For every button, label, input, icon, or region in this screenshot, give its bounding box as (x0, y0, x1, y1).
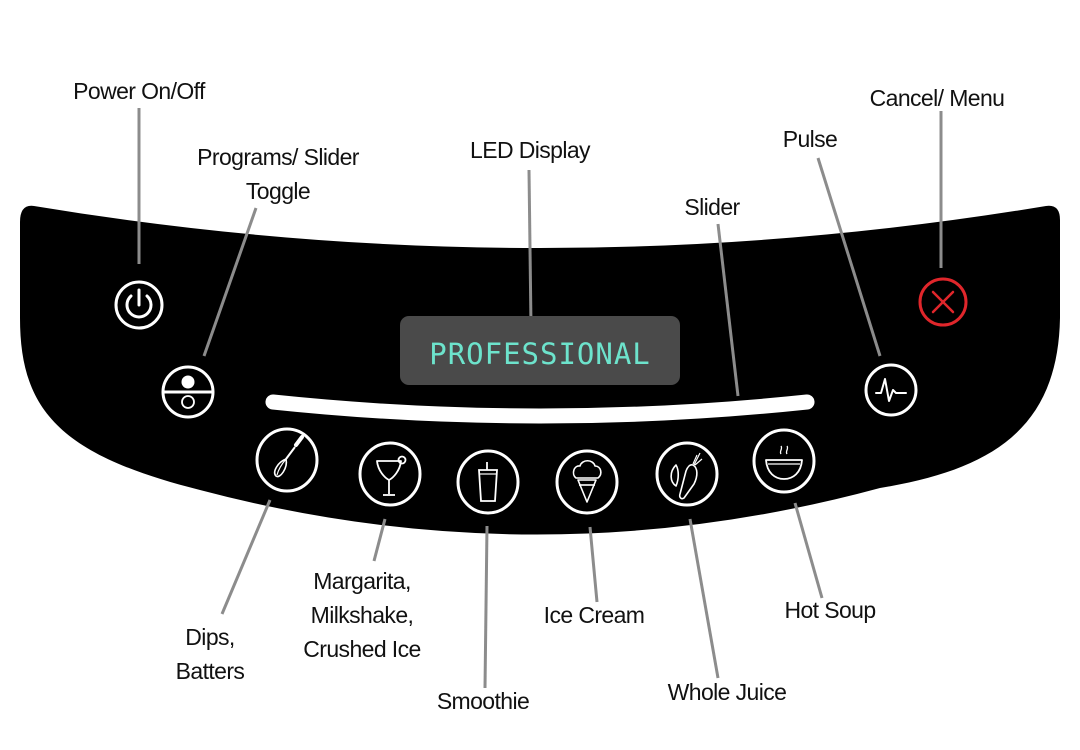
label-text: Ice Cream (543, 602, 645, 628)
label-text: Dips, (185, 624, 235, 650)
cup-straw-icon (478, 462, 498, 502)
label-text: Smoothie (436, 688, 530, 714)
lcd-text: PROFESSIONAL (429, 337, 651, 371)
cocktail-glass-icon (376, 455, 407, 496)
label-slider: Slider (662, 190, 762, 224)
leader-wholejuice (688, 518, 720, 679)
label-margarita-milkshake-crushed-ice: Margarita, Milkshake, Crushed Ice (286, 564, 438, 666)
cancel-x-icon (931, 290, 955, 314)
leader-smoothie (483, 525, 489, 689)
led-display: PROFESSIONAL (400, 316, 680, 385)
leader-pulse (816, 157, 882, 357)
label-text: Toggle (245, 178, 311, 204)
label-hot-soup: Hot Soup (770, 593, 890, 627)
carrot-leaf-icon (670, 452, 703, 500)
label-text: Hot Soup (784, 597, 876, 623)
ice-cream-button[interactable] (555, 449, 619, 515)
label-text: Programs/ Slider (197, 144, 359, 170)
leader-dips (220, 499, 272, 615)
label-ice-cream: Ice Cream (530, 598, 658, 632)
soup-bowl-icon (765, 445, 803, 480)
label-text: Pulse (782, 126, 838, 152)
leader-hotsoup (793, 502, 824, 599)
leader-slider (716, 223, 740, 397)
label-text: Cancel/ Menu (869, 85, 1005, 111)
label-smoothie: Smoothie (420, 684, 546, 718)
label-text: Slider (684, 194, 740, 220)
label-power-on-off: Power On/Off (54, 74, 224, 108)
label-text: Batters (175, 658, 245, 684)
label-text: Whole Juice (667, 679, 787, 705)
leader-icecream (588, 526, 599, 603)
smoothie-button[interactable] (456, 449, 520, 515)
label-text: LED Display (470, 137, 591, 163)
pulse-button[interactable] (864, 363, 918, 417)
pulse-icon (875, 378, 907, 402)
toggle-icon (163, 375, 213, 409)
label-text: Milkshake, (310, 602, 414, 628)
label-dips-batters: Dips, Batters (160, 620, 260, 688)
whole-juice-button[interactable] (655, 441, 719, 507)
label-programs-slider-toggle: Programs/ Slider Toggle (180, 140, 376, 208)
label-pulse: Pulse (760, 122, 860, 156)
whisk-icon (273, 435, 304, 478)
label-led-display: LED Display (440, 133, 620, 167)
hot-soup-button[interactable] (752, 428, 816, 494)
power-icon (125, 288, 153, 319)
programs-slider-toggle-button[interactable] (161, 365, 215, 419)
label-whole-juice: Whole Juice (652, 675, 802, 709)
label-text: Power On/Off (73, 78, 205, 104)
label-text: Margarita, (313, 568, 411, 594)
ice-cream-cone-icon (572, 459, 602, 503)
power-button[interactable] (114, 280, 164, 330)
leader-programs (202, 207, 258, 357)
label-text: Crushed Ice (303, 636, 421, 662)
dips-batters-button[interactable] (255, 427, 319, 493)
margarita-milkshake-crushed-ice-button[interactable] (358, 441, 422, 507)
leader-led (527, 169, 533, 327)
label-cancel-menu: Cancel/ Menu (852, 81, 1022, 115)
slider-bar[interactable] (265, 394, 815, 424)
leader-margarita (372, 518, 387, 562)
cancel-menu-button[interactable] (918, 277, 968, 327)
